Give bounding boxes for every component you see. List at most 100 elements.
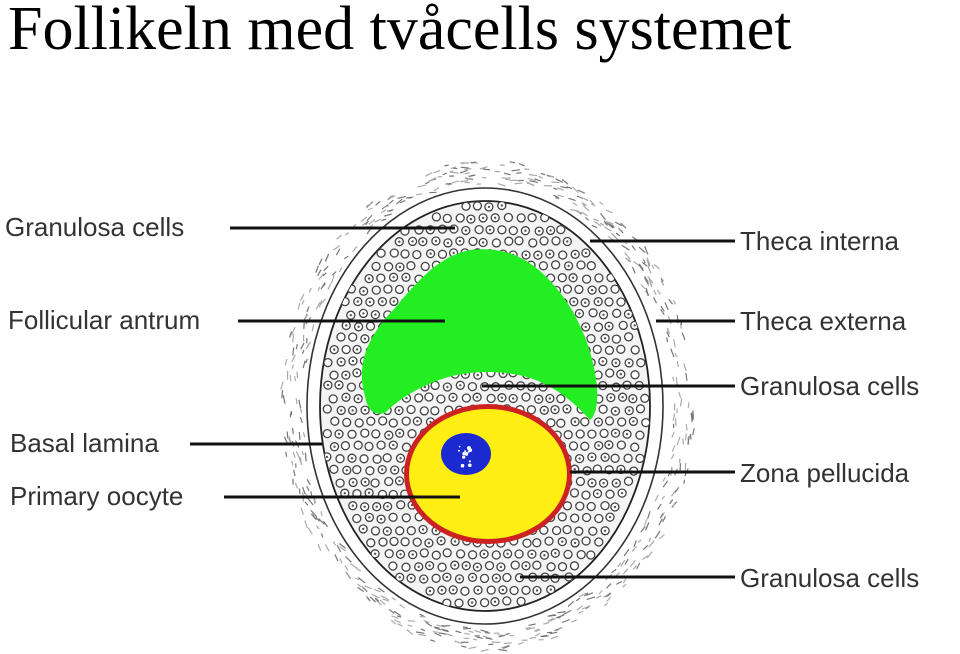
granulosa-cell xyxy=(550,260,561,270)
granulosa-cell xyxy=(442,213,452,224)
granulosa-cell xyxy=(514,549,524,559)
granulosa-cell-nucleus xyxy=(464,229,467,232)
theca-cell-stroke xyxy=(294,376,296,382)
granulosa-cell xyxy=(509,585,519,596)
theca-cell-stroke xyxy=(482,635,492,639)
theca-cell-stroke xyxy=(498,634,506,638)
granulosa-cell-nucleus xyxy=(553,408,557,411)
nucleus-chromatin xyxy=(457,445,473,468)
theca-cell-stroke xyxy=(664,302,669,311)
theca-cell-stroke xyxy=(361,586,368,593)
granulosa-cell xyxy=(479,573,490,584)
granulosa-cell xyxy=(623,332,634,342)
theca-cell-stroke xyxy=(374,218,382,223)
theca-cell-stroke xyxy=(640,284,646,290)
granulosa-cell xyxy=(586,550,596,560)
granulosa-cell-nucleus xyxy=(609,396,612,399)
theca-cell-stroke xyxy=(679,398,683,407)
theca-cell-stroke xyxy=(611,568,617,574)
theca-cell-stroke xyxy=(320,282,326,290)
granulosa-cell xyxy=(551,236,561,246)
granulosa-cell xyxy=(352,513,362,524)
theca-cell-stroke xyxy=(653,296,658,304)
theca-cell-stroke xyxy=(292,347,295,356)
granulosa-cell xyxy=(563,430,573,440)
granulosa-cell-nucleus xyxy=(524,229,527,232)
theca-cell-stroke xyxy=(555,178,564,184)
theca-cell-stroke xyxy=(298,458,303,465)
granulosa-cell xyxy=(341,344,351,355)
theca-cell-stroke xyxy=(391,597,397,601)
granulosa-cell xyxy=(412,249,422,260)
theca-cell-stroke xyxy=(638,246,646,254)
theca-cell-stroke xyxy=(313,497,316,505)
theca-cell-stroke xyxy=(550,635,559,640)
theca-cell-stroke xyxy=(647,511,651,520)
granulosa-cell xyxy=(558,250,568,260)
granulosa-cell xyxy=(574,526,584,536)
granulosa-cell-nucleus xyxy=(465,564,468,567)
theca-cell-stroke xyxy=(568,197,576,202)
granulosa-cell-nucleus xyxy=(607,443,611,446)
theca-cell-stroke xyxy=(576,195,584,200)
theca-cell-stroke xyxy=(674,487,680,493)
theca-cell-stroke xyxy=(425,171,433,177)
granulosa-cell xyxy=(526,405,537,415)
theca-cell-stroke xyxy=(509,161,516,164)
granulosa-cell-nucleus xyxy=(427,541,431,545)
theca-cell-stroke xyxy=(540,172,546,176)
theca-cell-stroke xyxy=(449,170,454,173)
granulosa-cell-nucleus xyxy=(411,240,414,243)
theca-cell-stroke xyxy=(419,613,424,617)
theca-cell-stroke xyxy=(460,645,467,648)
granulosa-cell-nucleus xyxy=(627,312,630,316)
theca-cell-stroke xyxy=(672,413,676,422)
granulosa-cell-nucleus xyxy=(572,300,575,303)
theca-cell-stroke xyxy=(352,246,358,253)
theca-cell-stroke xyxy=(344,565,349,571)
theca-cell-stroke xyxy=(307,527,313,535)
theca-cell-stroke xyxy=(464,632,471,635)
granulosa-cell-nucleus xyxy=(405,396,408,400)
granulosa-cell xyxy=(400,249,410,259)
theca-cell-stroke xyxy=(610,232,619,240)
granulosa-cell-nucleus xyxy=(398,479,401,483)
theca-cell-stroke xyxy=(324,253,330,262)
granulosa-cell xyxy=(437,249,448,259)
theca-cell-stroke xyxy=(645,522,650,531)
theca-cell-stroke xyxy=(578,610,584,614)
granulosa-cell xyxy=(329,370,339,380)
theca-cell-stroke xyxy=(280,381,284,390)
granulosa-cell-nucleus xyxy=(584,251,588,255)
granulosa-cell xyxy=(580,441,590,451)
granulosa-cell xyxy=(335,478,345,488)
granulosa-cell xyxy=(401,416,411,426)
theca-cell-stroke xyxy=(460,166,469,169)
granulosa-cell-nucleus xyxy=(469,217,473,221)
granulosa-cell-nucleus xyxy=(337,383,341,387)
granulosa-cell xyxy=(630,442,640,452)
theca-cell-stroke xyxy=(295,451,301,460)
granulosa-cell-nucleus xyxy=(602,481,605,485)
label-zona-pellucida: Zona pellucida xyxy=(740,458,910,488)
granulosa-cell xyxy=(412,537,422,547)
theca-cell-stroke xyxy=(300,342,305,350)
granulosa-cell-nucleus xyxy=(428,564,431,567)
theca-cell-stroke xyxy=(310,509,318,518)
theca-cell-stroke xyxy=(662,516,667,523)
granulosa-cell xyxy=(384,476,394,487)
theca-interna-boundary xyxy=(306,187,664,625)
theca-cell-stroke xyxy=(606,222,615,228)
theca-cell-stroke xyxy=(671,431,675,438)
granulosa-cell-nucleus xyxy=(500,396,504,399)
granulosa-cell xyxy=(389,536,399,547)
granulosa-cell xyxy=(592,344,602,355)
granulosa-cell xyxy=(532,538,542,548)
theca-cell-stroke xyxy=(606,221,615,227)
granulosa-cell xyxy=(407,429,417,439)
theca-cell-stroke xyxy=(380,209,387,214)
granulosa-cell xyxy=(504,236,514,246)
granulosa-cell xyxy=(586,333,596,344)
granulosa-cell xyxy=(586,261,596,271)
theca-cell-stroke xyxy=(666,337,669,343)
